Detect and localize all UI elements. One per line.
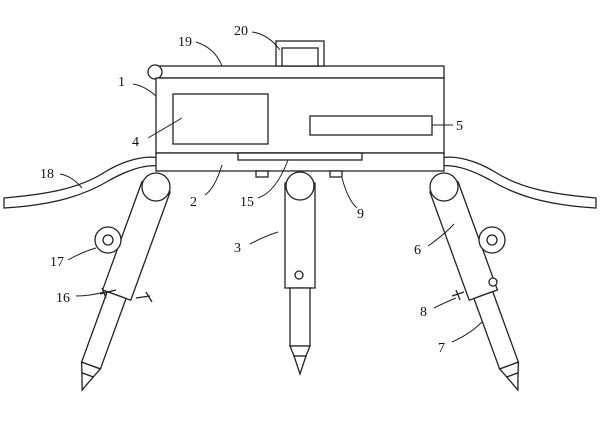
center-leg-joint <box>285 171 315 201</box>
center-leg-pin <box>294 270 304 280</box>
leader-9 <box>341 177 358 209</box>
label-16: 16 <box>56 291 70 306</box>
fitting-right <box>329 170 343 178</box>
leader-15 <box>257 159 289 199</box>
leader-18 <box>59 173 83 189</box>
fitting-left <box>255 170 269 178</box>
label-17: 17 <box>50 255 64 270</box>
right-leg-pin <box>488 277 498 287</box>
top-element-inner <box>281 47 319 67</box>
right-clamp-screw <box>451 289 465 301</box>
label-1: 1 <box>118 75 125 90</box>
label-2: 2 <box>190 195 197 210</box>
label-15: 15 <box>240 195 254 210</box>
left-clamp-screw <box>99 287 117 299</box>
right-leg <box>429 181 520 392</box>
right-roller-hub <box>486 234 498 246</box>
label-9: 9 <box>357 207 364 222</box>
leader-20 <box>251 31 281 51</box>
leader-8 <box>433 297 457 309</box>
leader-16 <box>75 291 105 297</box>
leader-7 <box>451 321 483 343</box>
label-4: 4 <box>132 135 139 150</box>
top-cover <box>159 65 445 79</box>
left-roller-hub <box>102 234 114 246</box>
leader-2 <box>204 164 223 196</box>
label-5: 5 <box>456 119 463 134</box>
level-strip <box>237 152 363 161</box>
hinge <box>147 64 163 80</box>
left-leg-joint <box>141 172 171 202</box>
label-6: 6 <box>414 243 421 258</box>
leader-3 <box>249 231 279 245</box>
leader-4 <box>147 117 183 139</box>
label-3: 3 <box>234 241 241 256</box>
leader-1 <box>132 83 157 97</box>
left-wing-nut <box>135 291 153 303</box>
label-20: 20 <box>234 24 248 39</box>
display-window <box>172 93 269 145</box>
center-leg-lower <box>289 287 311 347</box>
slot-panel <box>309 115 433 136</box>
left-leg <box>80 181 171 392</box>
label-8: 8 <box>420 305 427 320</box>
center-leg-tip <box>293 355 307 377</box>
leader-17 <box>67 247 97 261</box>
center-leg-tip-collar <box>289 345 311 357</box>
leader-6 <box>427 223 455 247</box>
right-leg-joint <box>429 172 459 202</box>
leader-19 <box>195 41 223 67</box>
label-7: 7 <box>438 341 445 356</box>
label-19: 19 <box>178 35 192 50</box>
label-18: 18 <box>40 167 54 182</box>
